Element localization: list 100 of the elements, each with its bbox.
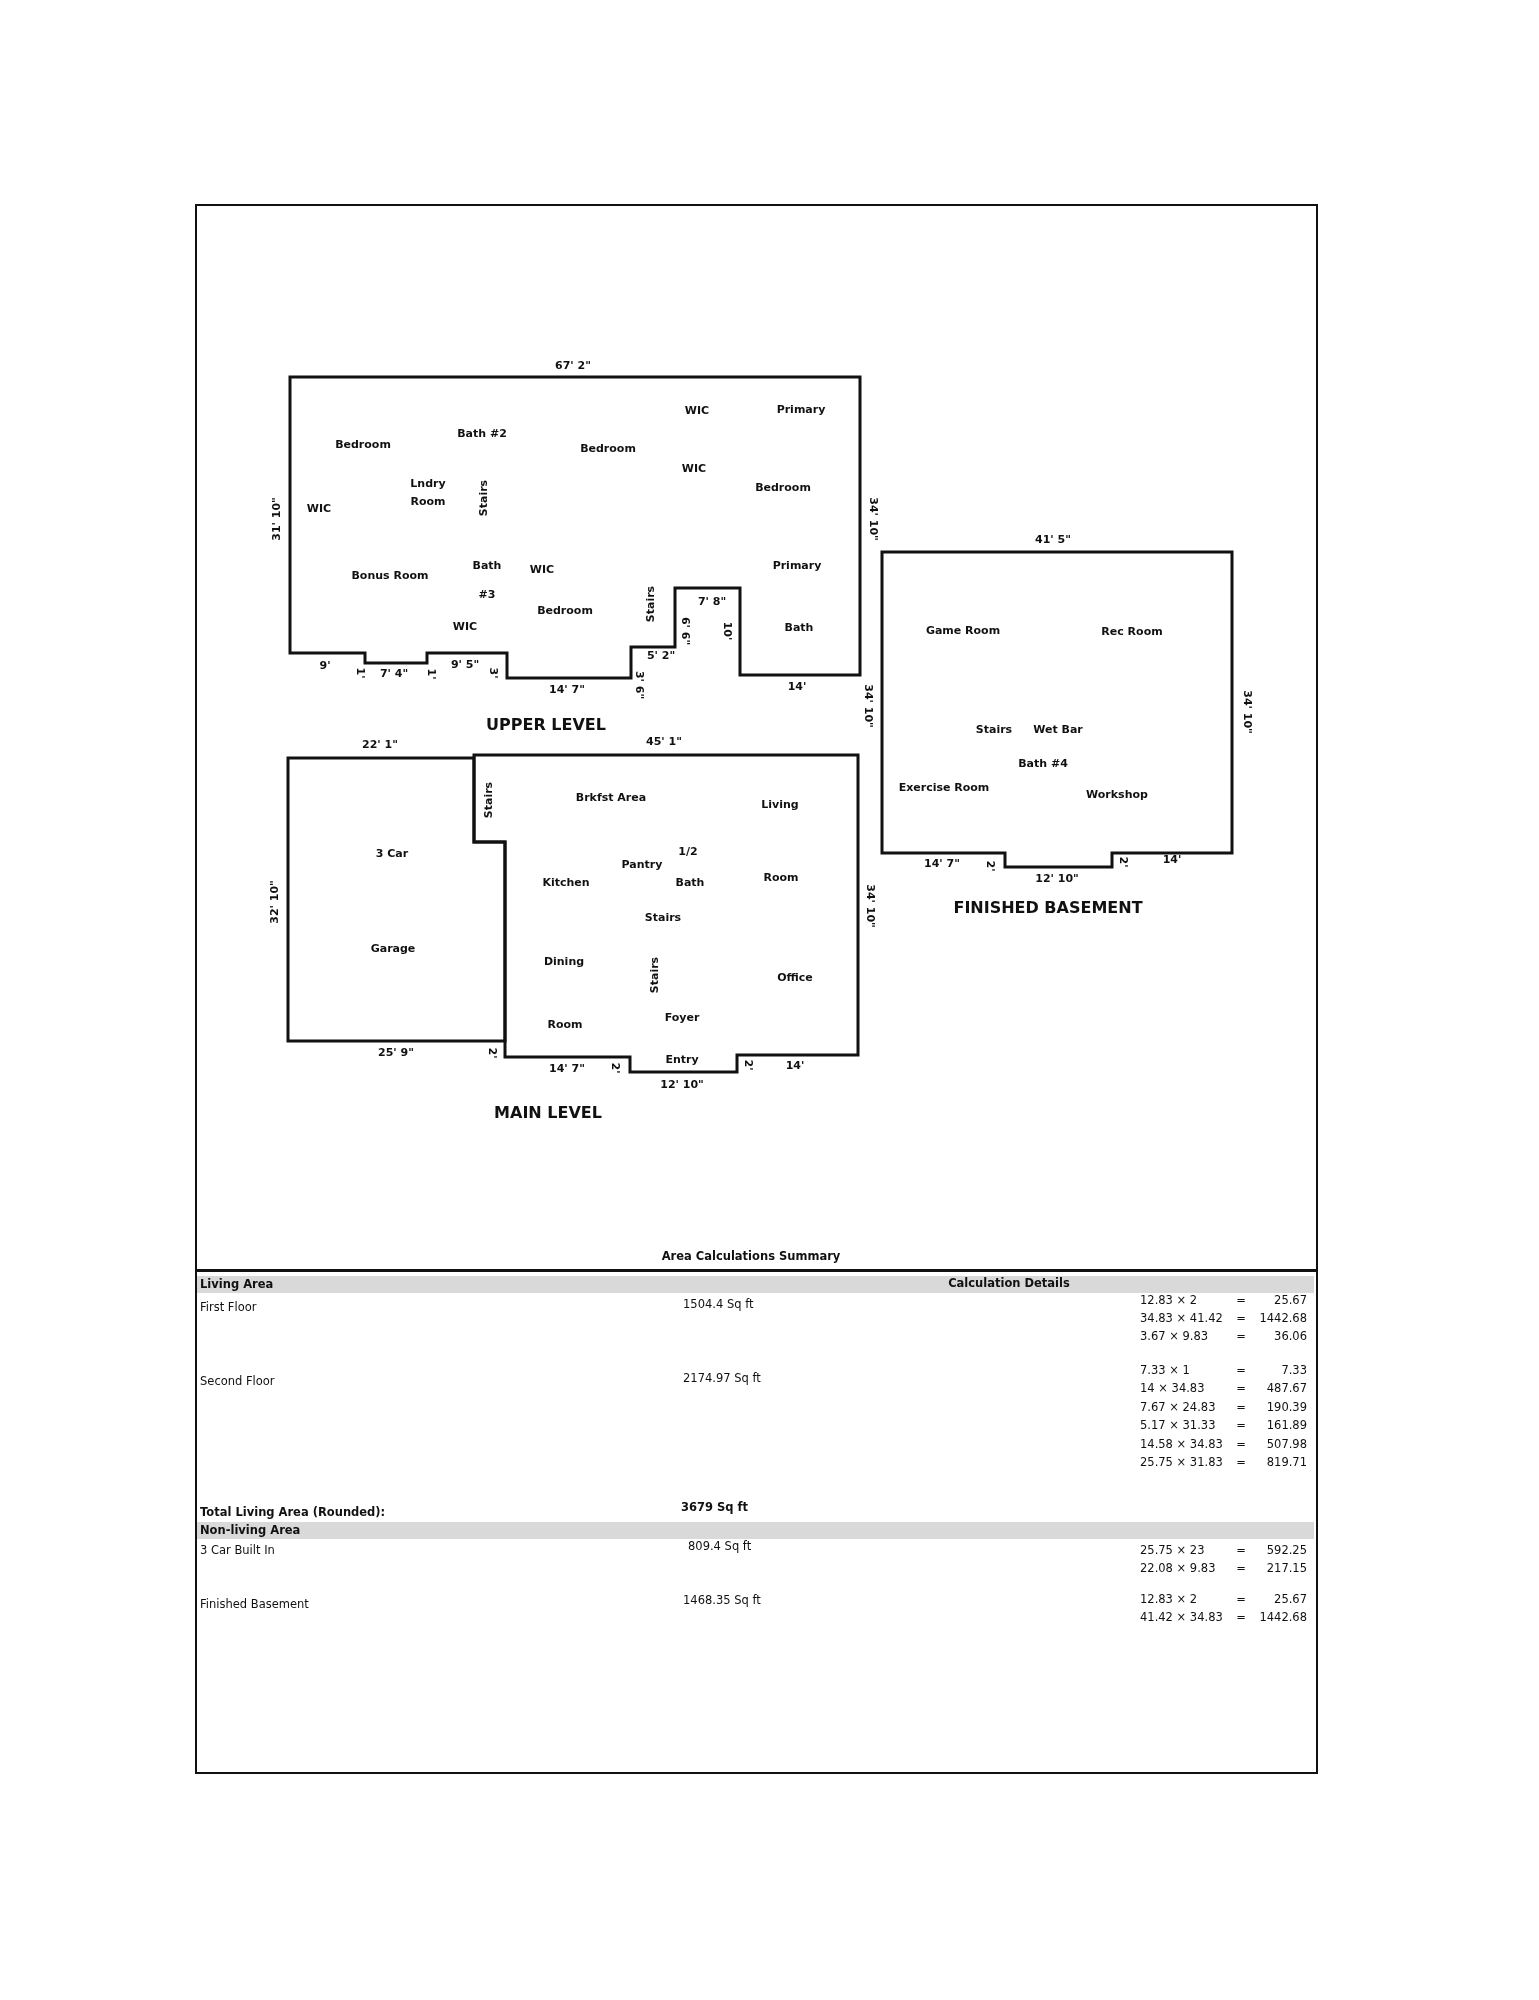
equals-sign: = — [1236, 1438, 1246, 1452]
room-label: WIC — [306, 502, 332, 516]
dimension-label: 2' — [1116, 856, 1130, 868]
formula-text: 3.67 × 9.83 — [1140, 1330, 1209, 1344]
formula-result: 25.67 — [1274, 1294, 1307, 1308]
dimension-label: 45' 1" — [646, 735, 682, 749]
area-value: 1468.35 Sq ft — [683, 1594, 761, 1608]
room-label: Stairs — [975, 723, 1013, 737]
room-label: Bedroom — [537, 604, 593, 618]
room-label: Workshop — [1086, 788, 1148, 802]
room-label: Rec Room — [1101, 625, 1163, 639]
area-value: 809.4 Sq ft — [688, 1540, 752, 1554]
dimension-label: 12' 10" — [660, 1078, 704, 1092]
formula-text: 12.83 × 2 — [1140, 1294, 1198, 1308]
room-label: Exercise Room — [898, 781, 990, 795]
room-label: Kitchen — [542, 876, 590, 890]
equals-sign: = — [1236, 1401, 1246, 1415]
dimension-label: 12' 10" — [1035, 872, 1079, 886]
dimension-label: 3' — [486, 667, 500, 679]
dimension-label: 25' 9" — [378, 1046, 414, 1060]
room-label: Living — [761, 798, 799, 812]
row-label: 3 Car Built In — [200, 1544, 275, 1558]
row-label: Finished Basement — [200, 1598, 309, 1612]
room-label: Bedroom — [335, 438, 391, 452]
room-label: WIC — [681, 462, 707, 476]
section-heading: Non-living Area — [200, 1524, 301, 1538]
formula-text: 14 × 34.83 — [1140, 1382, 1205, 1396]
dimension-label: 41' 5" — [1035, 533, 1071, 547]
room-label: Bath #2 — [457, 427, 507, 441]
level-heading: MAIN LEVEL — [494, 1103, 602, 1123]
room-label: Foyer — [664, 1011, 700, 1025]
formula-result: 507.98 — [1266, 1438, 1307, 1452]
formula-text: 41.42 × 34.83 — [1140, 1611, 1223, 1625]
room-label: Wet Bar — [1033, 723, 1083, 737]
room-label: Stairs — [644, 911, 682, 925]
room-label: Stairs — [482, 781, 496, 819]
dimension-label: 10' — [720, 621, 734, 641]
equals-sign: = — [1236, 1364, 1246, 1378]
room-label: Game Room — [925, 624, 1001, 638]
dimension-label: 2' — [741, 1059, 755, 1071]
formula-result: 487.67 — [1266, 1382, 1307, 1396]
dimension-label: 34' 10" — [861, 684, 875, 728]
formula-result: 161.89 — [1266, 1419, 1307, 1433]
dimension-label: 14' 7" — [549, 683, 585, 697]
room-label: Brkfst Area — [575, 791, 647, 805]
dimension-label: 5' 2" — [646, 649, 676, 663]
equals-sign: = — [1236, 1312, 1246, 1326]
dimension-label: 32' 10" — [268, 880, 282, 924]
room-label: Bath #3 — [471, 558, 503, 603]
formula-text: 12.83 × 2 — [1140, 1593, 1198, 1607]
section-heading: Living Area — [200, 1278, 274, 1292]
equals-sign: = — [1236, 1330, 1246, 1344]
dimension-label: 14' — [1162, 853, 1182, 867]
dimension-label: 34' 10" — [866, 497, 880, 541]
total-label: Total Living Area (Rounded): — [200, 1506, 386, 1520]
dimension-label: 14' — [785, 1059, 805, 1073]
column-heading: Calculation Details — [948, 1277, 1070, 1291]
formula-result: 190.39 — [1266, 1401, 1307, 1415]
dimension-label: 22' 1" — [362, 738, 398, 752]
formula-result: 1442.68 — [1259, 1312, 1307, 1326]
room-label: Entry — [665, 1053, 699, 1067]
floor-plan-outline — [286, 756, 507, 1043]
dimension-label: 2' — [983, 860, 997, 872]
equals-sign: = — [1236, 1419, 1246, 1433]
formula-result: 819.71 — [1266, 1456, 1307, 1470]
dimension-label: 14' 7" — [549, 1062, 585, 1076]
room-label: Bonus Room — [351, 569, 429, 583]
room-label: Stairs — [648, 956, 662, 994]
formula-text: 25.75 × 23 — [1140, 1544, 1205, 1558]
room-label: Room — [763, 871, 799, 885]
room-label: WIC — [684, 404, 710, 418]
room-label: Bedroom — [755, 481, 811, 495]
formula-text: 7.33 × 1 — [1140, 1364, 1190, 1378]
dimension-label: 2' — [485, 1047, 499, 1059]
room-label: Stairs — [477, 479, 491, 517]
room-label: Bedroom — [580, 442, 636, 456]
dimension-label: 34' 10" — [863, 884, 877, 928]
equals-sign: = — [1236, 1382, 1246, 1396]
equals-sign: = — [1236, 1562, 1246, 1576]
formula-text: 34.83 × 41.42 — [1140, 1312, 1223, 1326]
room-label: Primary — [776, 403, 826, 417]
room-label: Bath — [675, 876, 705, 890]
dimension-label: 7' 8" — [697, 595, 727, 609]
room-label: Bath — [784, 621, 814, 635]
formula-result: 36.06 — [1274, 1330, 1307, 1344]
room-label: Office — [777, 971, 813, 985]
summary-title: Area Calculations Summary — [661, 1250, 841, 1264]
room-label: Stairs — [644, 585, 658, 623]
formula-text: 5.17 × 31.33 — [1140, 1419, 1216, 1433]
formula-result: 217.15 — [1266, 1562, 1307, 1576]
dimension-label: 31' 10" — [270, 497, 284, 541]
room-label: Pantry — [621, 858, 663, 872]
equals-sign: = — [1236, 1593, 1246, 1607]
dimension-label: 1' — [353, 667, 367, 679]
room-label: Lndry Room — [409, 476, 447, 510]
dimension-label: 7' 4" — [379, 667, 409, 681]
equals-sign: = — [1236, 1456, 1246, 1470]
dimension-label: 67' 2" — [555, 359, 591, 373]
dimension-label: 14' — [787, 680, 807, 694]
equals-sign: = — [1236, 1294, 1246, 1308]
